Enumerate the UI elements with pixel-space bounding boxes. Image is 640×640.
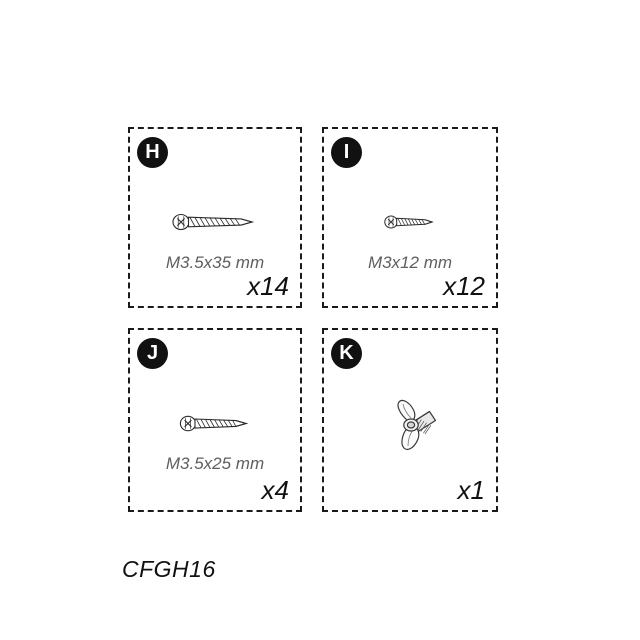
part-dimension-h: M3.5x35 mm (165, 253, 265, 272)
part-badge-j: J (137, 338, 168, 369)
part-quantity-j: x4 (261, 475, 289, 506)
part-panel-j[interactable]: J M3.5x25 mm x4 (128, 328, 302, 512)
part-panel-h[interactable]: H M3.5x35 mm x14 (128, 127, 302, 308)
screw-icon (130, 392, 300, 454)
screw-icon (324, 191, 496, 253)
part-dimension-i: M3x12 mm (367, 253, 453, 272)
screw-icon (130, 191, 300, 253)
wing-bolt-icon (324, 392, 496, 454)
part-badge-h: H (137, 137, 168, 168)
part-dimension-j: M3.5x25 mm (165, 454, 265, 473)
part-panel-i[interactable]: I M3x12 mm x12 (322, 127, 498, 308)
sheet-code-label: CFGH16 (122, 556, 216, 582)
part-quantity-k: x1 (457, 475, 485, 506)
part-badge-i: I (331, 137, 362, 168)
part-badge-k: K (331, 338, 362, 369)
part-quantity-h: x14 (247, 271, 289, 302)
part-panel-k[interactable]: K (322, 328, 498, 512)
part-quantity-i: x12 (443, 271, 485, 302)
